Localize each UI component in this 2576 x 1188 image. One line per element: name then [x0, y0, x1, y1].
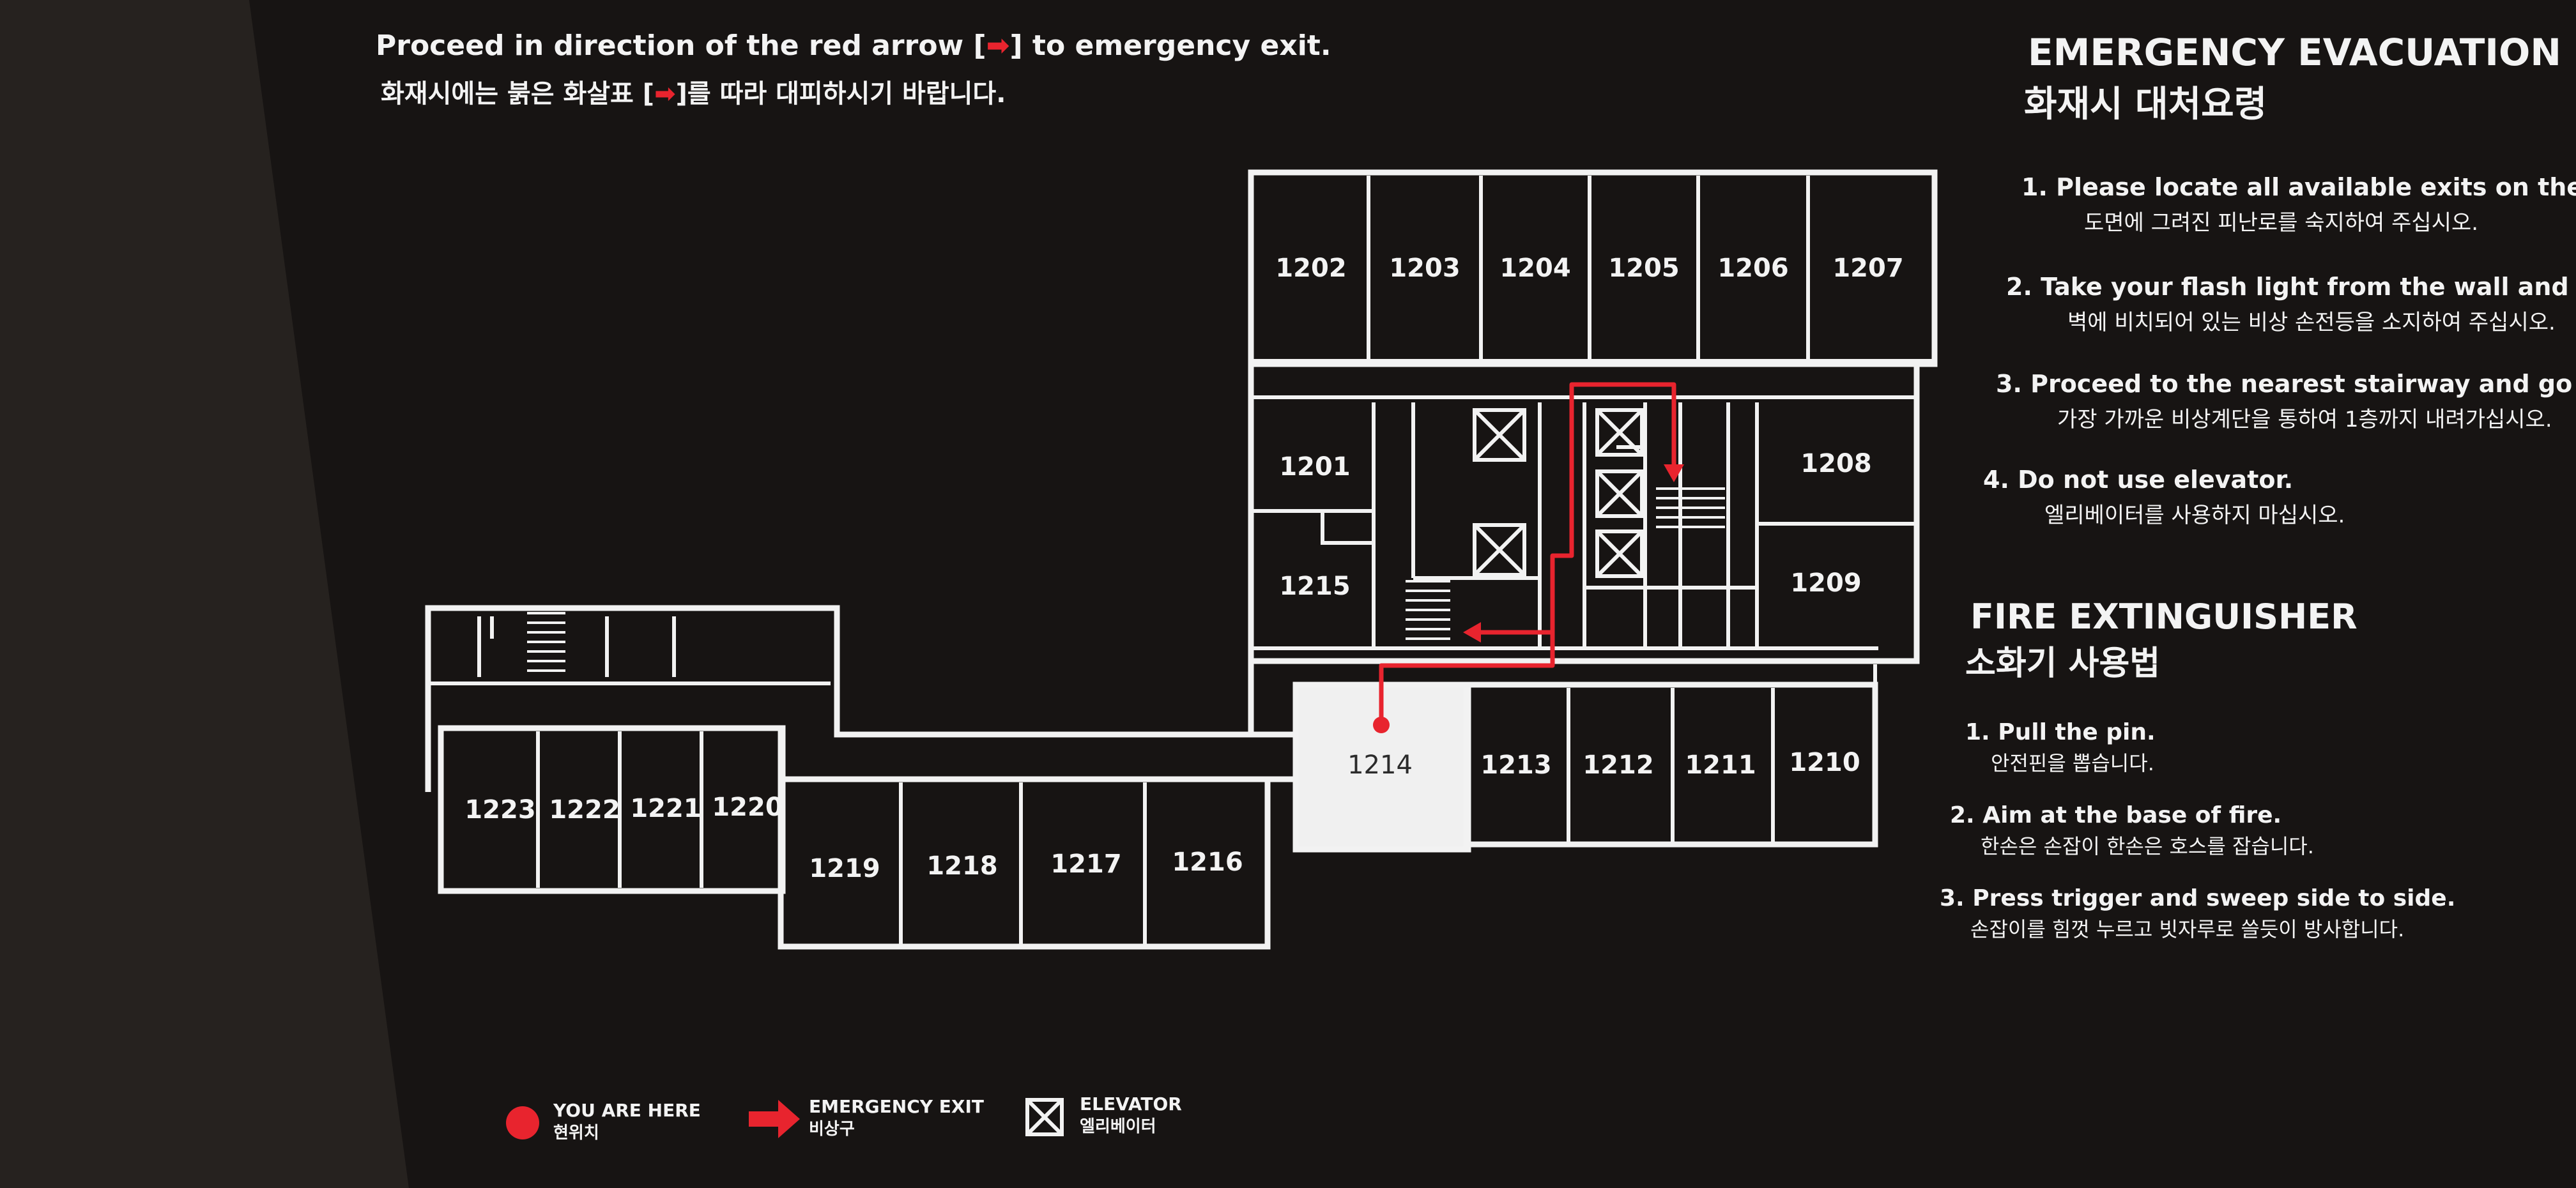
evacuation-step-3-en: 3. Proceed to the nearest stairway and g… [1996, 370, 2576, 398]
header-line-ko: 화재시에는 붉은 화살표 [➡]를 따라 대피하시기 바랍니다. [381, 79, 1006, 109]
extinguisher-instructions: FIRE EXTINGUISHER 소화기 사용법 1. Pull the pi… [1940, 597, 2455, 941]
evacuation-step-1-ko: 도면에 그려진 피난로를 숙지하여 주십시오. [2084, 210, 2478, 236]
evacuation-instructions: EMERGENCY EVACUATION 화재시 대처요령 1. Please … [1983, 31, 2576, 528]
extinguisher-step-1-en: 1. Pull the pin. [1965, 719, 2156, 745]
room-label-1221: 1221 [630, 794, 701, 823]
legend-exit-ko: 비상구 [809, 1120, 855, 1139]
map-legend: YOU ARE HERE 현위치 EMERGENCY EXIT 비상구 ELEV… [506, 1093, 1182, 1143]
room-label-1223: 1223 [464, 795, 535, 825]
evacuation-step-3-ko: 가장 가까운 비상계단을 통하여 1층까지 내려가십시오. [2057, 407, 2552, 432]
core-walls [1251, 402, 1917, 650]
room-label-1203: 1203 [1389, 254, 1460, 283]
evacuation-title-en: EMERGENCY EVACUATION [2028, 31, 2561, 74]
extinguisher-step-3-en: 3. Press trigger and sweep side to side. [1940, 885, 2455, 911]
core-stairs-left [1406, 580, 1450, 640]
evacuation-step-2-en: 2. Take your flash light from the wall a… [2006, 273, 2576, 301]
sign-frame-left [0, 0, 409, 1188]
top-wing-outline [1248, 169, 1938, 367]
room-label-1209: 1209 [1790, 568, 1861, 598]
west-corridor-top [425, 605, 1251, 792]
room-label-1206: 1206 [1717, 254, 1788, 283]
emergency-exit-arrow-icon [749, 1100, 800, 1138]
extinguisher-step-2-ko: 한손은 손잡이 한손은 호스를 잡습니다. [1981, 834, 2314, 858]
west-stairs [527, 612, 565, 672]
extinguisher-step-2-en: 2. Aim at the base of fire. [1950, 802, 2281, 828]
elevator-icon [1473, 523, 1526, 577]
room-label-1201: 1201 [1279, 452, 1350, 482]
elevator-icon [1595, 408, 1644, 457]
floor-plan: 1202 1203 1204 1205 1206 1207 1201 1215 … [425, 169, 1938, 950]
evacuation-step-2-ko: 벽에 비치되어 있는 비상 손전등을 소지하여 주십시오. [2067, 310, 2556, 335]
elevator-icon [1595, 469, 1644, 518]
room-label-1216: 1216 [1172, 848, 1243, 877]
evacuation-title-ko: 화재시 대처요령 [2024, 84, 2267, 125]
extinguisher-title-en: FIRE EXTINGUISHER [1970, 597, 2358, 637]
evacuation-step-4-ko: 엘리베이터를 사용하지 마십시오. [2044, 503, 2345, 528]
room-label-1211: 1211 [1685, 750, 1756, 780]
elevator-legend-icon [1025, 1098, 1064, 1136]
you-are-here-icon [506, 1106, 539, 1139]
room-label-1210: 1210 [1789, 748, 1860, 777]
room-label-1204: 1204 [1499, 254, 1570, 283]
legend-exit-en: EMERGENCY EXIT [809, 1096, 984, 1117]
room-label-1205: 1205 [1608, 254, 1679, 283]
evacuation-step-1-en: 1. Please locate all available exits on … [2021, 173, 2576, 201]
legend-here-en: YOU ARE HERE [553, 1100, 701, 1121]
top-room-dividers [1251, 176, 1935, 399]
elevator-icon [1473, 408, 1526, 462]
header-instructions: Proceed in direction of the red arrow [➡… [376, 29, 1331, 109]
room-label-1212: 1212 [1583, 750, 1653, 780]
room-label-1218: 1218 [926, 851, 997, 881]
south-wing-rooms [778, 776, 1271, 950]
sign-panel [249, 0, 2576, 1188]
extinguisher-step-3-ko: 손잡이를 힘껏 누르고 빗자루로 쓸듯이 방사합니다. [1970, 917, 2404, 941]
legend-elev-ko: 엘리베이터 [1080, 1117, 1156, 1136]
legend-here-ko: 현위치 [553, 1123, 599, 1143]
room-label-1220: 1220 [712, 793, 783, 822]
elevator-icon [1595, 529, 1644, 578]
legend-elev-en: ELEVATOR [1080, 1093, 1182, 1115]
room-label-1217: 1217 [1050, 849, 1121, 879]
west-room-dividers [536, 731, 703, 888]
core-stairs-right [1656, 487, 1725, 528]
evacuation-route [1373, 382, 1684, 733]
bottom-right-dividers [1567, 664, 1877, 842]
room-label-1213: 1213 [1480, 750, 1551, 780]
extinguisher-title-ko: 소화기 사용법 [1965, 644, 2160, 683]
you-are-here-marker [1373, 717, 1390, 733]
west-service-block [428, 616, 831, 685]
evacuation-step-4-en: 4. Do not use elevator. [1983, 466, 2293, 494]
room-label-1208: 1208 [1800, 449, 1871, 478]
room-label-1202: 1202 [1275, 254, 1346, 283]
room-label-1219: 1219 [809, 854, 880, 883]
room-label-1207: 1207 [1832, 254, 1903, 283]
room-label-1222: 1222 [549, 795, 620, 825]
room-label-1215: 1215 [1279, 572, 1350, 601]
header-line-en: Proceed in direction of the red arrow [➡… [376, 29, 1331, 62]
room-label-1214: 1214 [1347, 750, 1413, 780]
extinguisher-step-1-ko: 안전핀을 뽑습니다. [1991, 751, 2154, 775]
south-room-dividers [899, 782, 1147, 944]
